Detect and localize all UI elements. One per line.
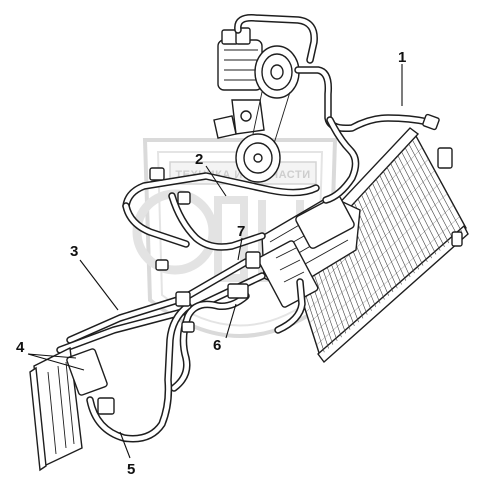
condenser-fin-cross [316, 216, 460, 346]
leader-6 [225, 303, 237, 339]
condenser-tank-bottom [317, 224, 469, 364]
compressor-assembly [213, 27, 300, 183]
condenser-fin-cross [312, 204, 454, 335]
leader-2 [205, 165, 227, 197]
callout-4: 4 [16, 339, 25, 356]
evaporator-block [257, 195, 361, 308]
callout-3: 3 [70, 243, 78, 260]
leader-7 [237, 237, 243, 261]
heater-core [29, 346, 108, 472]
callout-6: 6 [213, 337, 221, 354]
callout-1: 1 [398, 49, 406, 66]
condenser-fins [295, 139, 462, 353]
callout-labels: 1 2 3 4 5 6 7 [16, 49, 406, 478]
condenser-fin-cross [305, 181, 442, 313]
leader-5 [119, 431, 131, 459]
leader-lines [27, 64, 403, 459]
leader-4 [27, 353, 85, 371]
callout-5: 5 [127, 461, 135, 478]
condenser-fin-cross [302, 170, 435, 302]
leader-3 [79, 259, 119, 311]
hoses [56, 14, 432, 443]
callout-2: 2 [195, 151, 203, 168]
fittings [97, 113, 440, 415]
receiver-drier [437, 147, 453, 169]
callout-7: 7 [237, 223, 245, 240]
condenser-fin-cross [309, 193, 448, 324]
heater-valve [66, 348, 108, 396]
